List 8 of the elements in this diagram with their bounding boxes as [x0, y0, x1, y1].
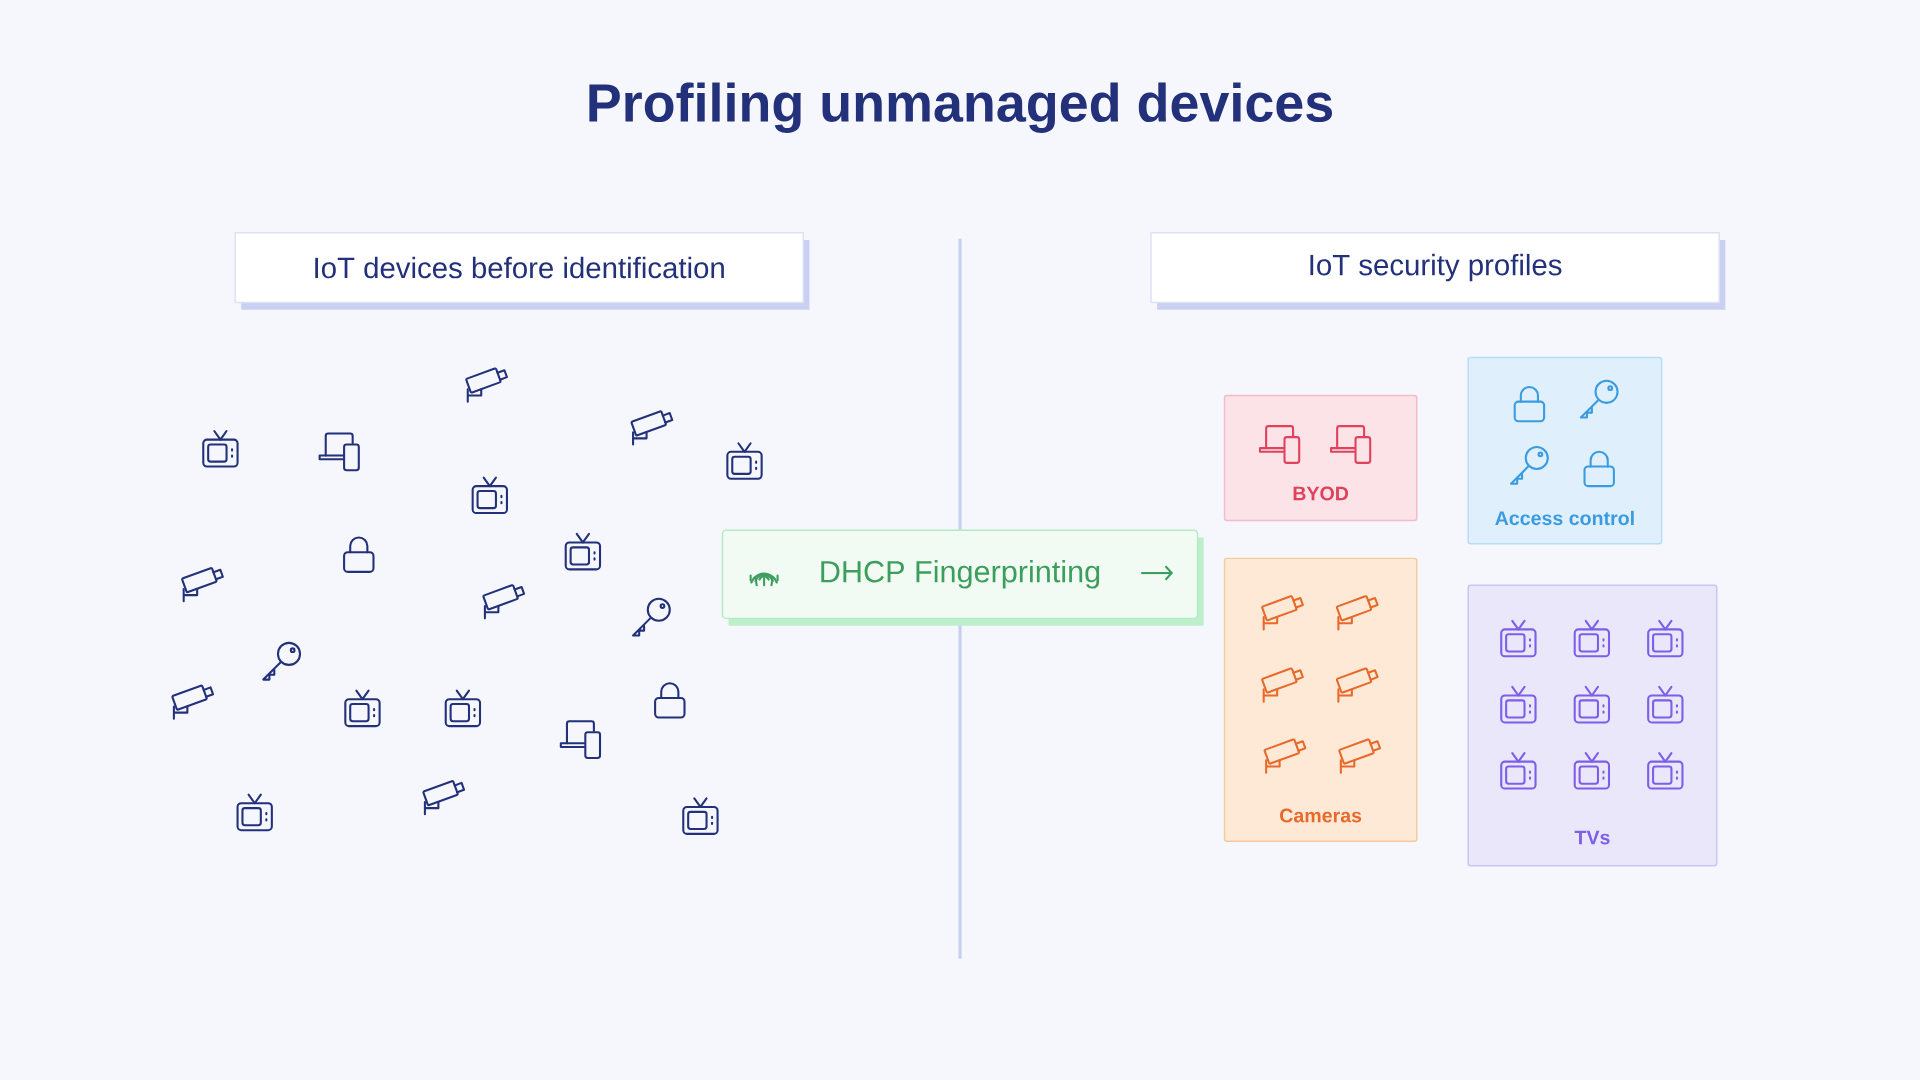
- profile-box: Cameras: [1223, 557, 1418, 842]
- profile-box: BYOD: [1223, 394, 1418, 522]
- profile-box: Access control: [1467, 356, 1663, 545]
- process-box: DHCP Fingerprinting: [721, 529, 1204, 626]
- header-box: IoT security profiles: [1150, 231, 1726, 310]
- title: Profiling unmanaged devices: [589, 82, 1333, 133]
- profile-box: TVs: [1467, 584, 1718, 867]
- header-box: IoT devices before identification: [234, 231, 810, 310]
